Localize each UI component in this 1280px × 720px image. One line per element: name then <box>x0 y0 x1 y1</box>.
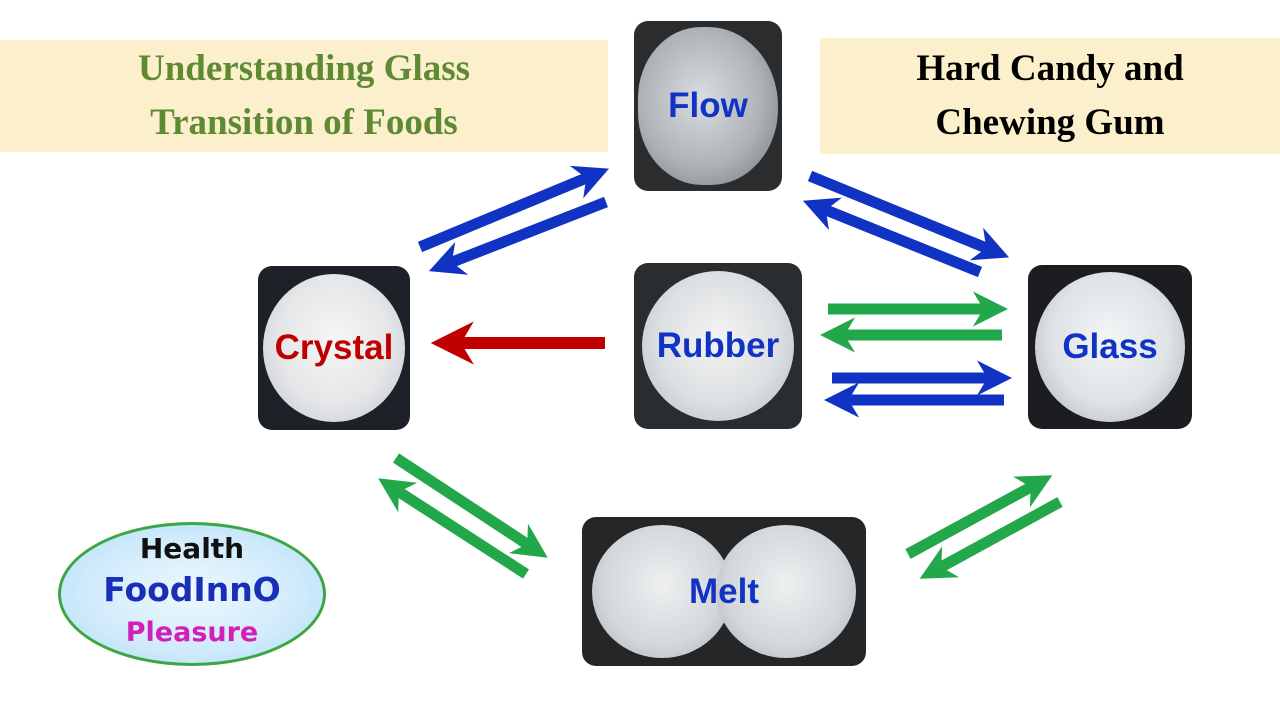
melt-label: Melt <box>689 571 759 611</box>
arrow-melt-to-glass <box>905 475 1053 559</box>
rubber-candy-photo: Rubber <box>634 263 802 429</box>
crystal-candy-photo: Crystal <box>258 266 410 430</box>
logo-line1: Health <box>139 532 245 565</box>
healthfoodinno-logo: Health FoodInnO Pleasure <box>58 522 326 666</box>
glass-label: Glass <box>1062 327 1158 366</box>
title-right-line1: Hard Candy and <box>916 48 1184 89</box>
arrow-melt-to-crystal <box>378 478 529 579</box>
arrow-crystal-to-flow <box>417 165 610 253</box>
flow-label: Flow <box>668 86 748 125</box>
arrow-crystal-to-melt <box>392 453 548 558</box>
crystal-label: Crystal <box>274 328 394 367</box>
arrow-flow-to-crystal <box>428 196 608 275</box>
logo-ellipse <box>58 522 326 666</box>
glass-candy-photo: Glass <box>1028 265 1192 429</box>
melt-candy-photo: Melt <box>582 517 866 666</box>
title-left: Understanding Glass Transition of Foods <box>0 40 608 152</box>
flow-candy-photo: Flow <box>634 21 782 191</box>
arrow-flow-to-glass <box>807 170 1010 261</box>
title-left-line2: Transition of Foods <box>150 102 458 143</box>
arrow-glass-to-melt <box>919 497 1063 579</box>
arrow-glass-to-flow <box>802 197 983 278</box>
title-left-line1: Understanding Glass <box>137 48 471 89</box>
title-right-line2: Chewing Gum <box>935 102 1165 143</box>
title-right: Hard Candy and Chewing Gum <box>820 38 1280 154</box>
logo-line2: FoodInnO <box>103 570 281 609</box>
logo-line3: Pleasure <box>125 617 259 648</box>
rubber-label: Rubber <box>656 326 780 365</box>
